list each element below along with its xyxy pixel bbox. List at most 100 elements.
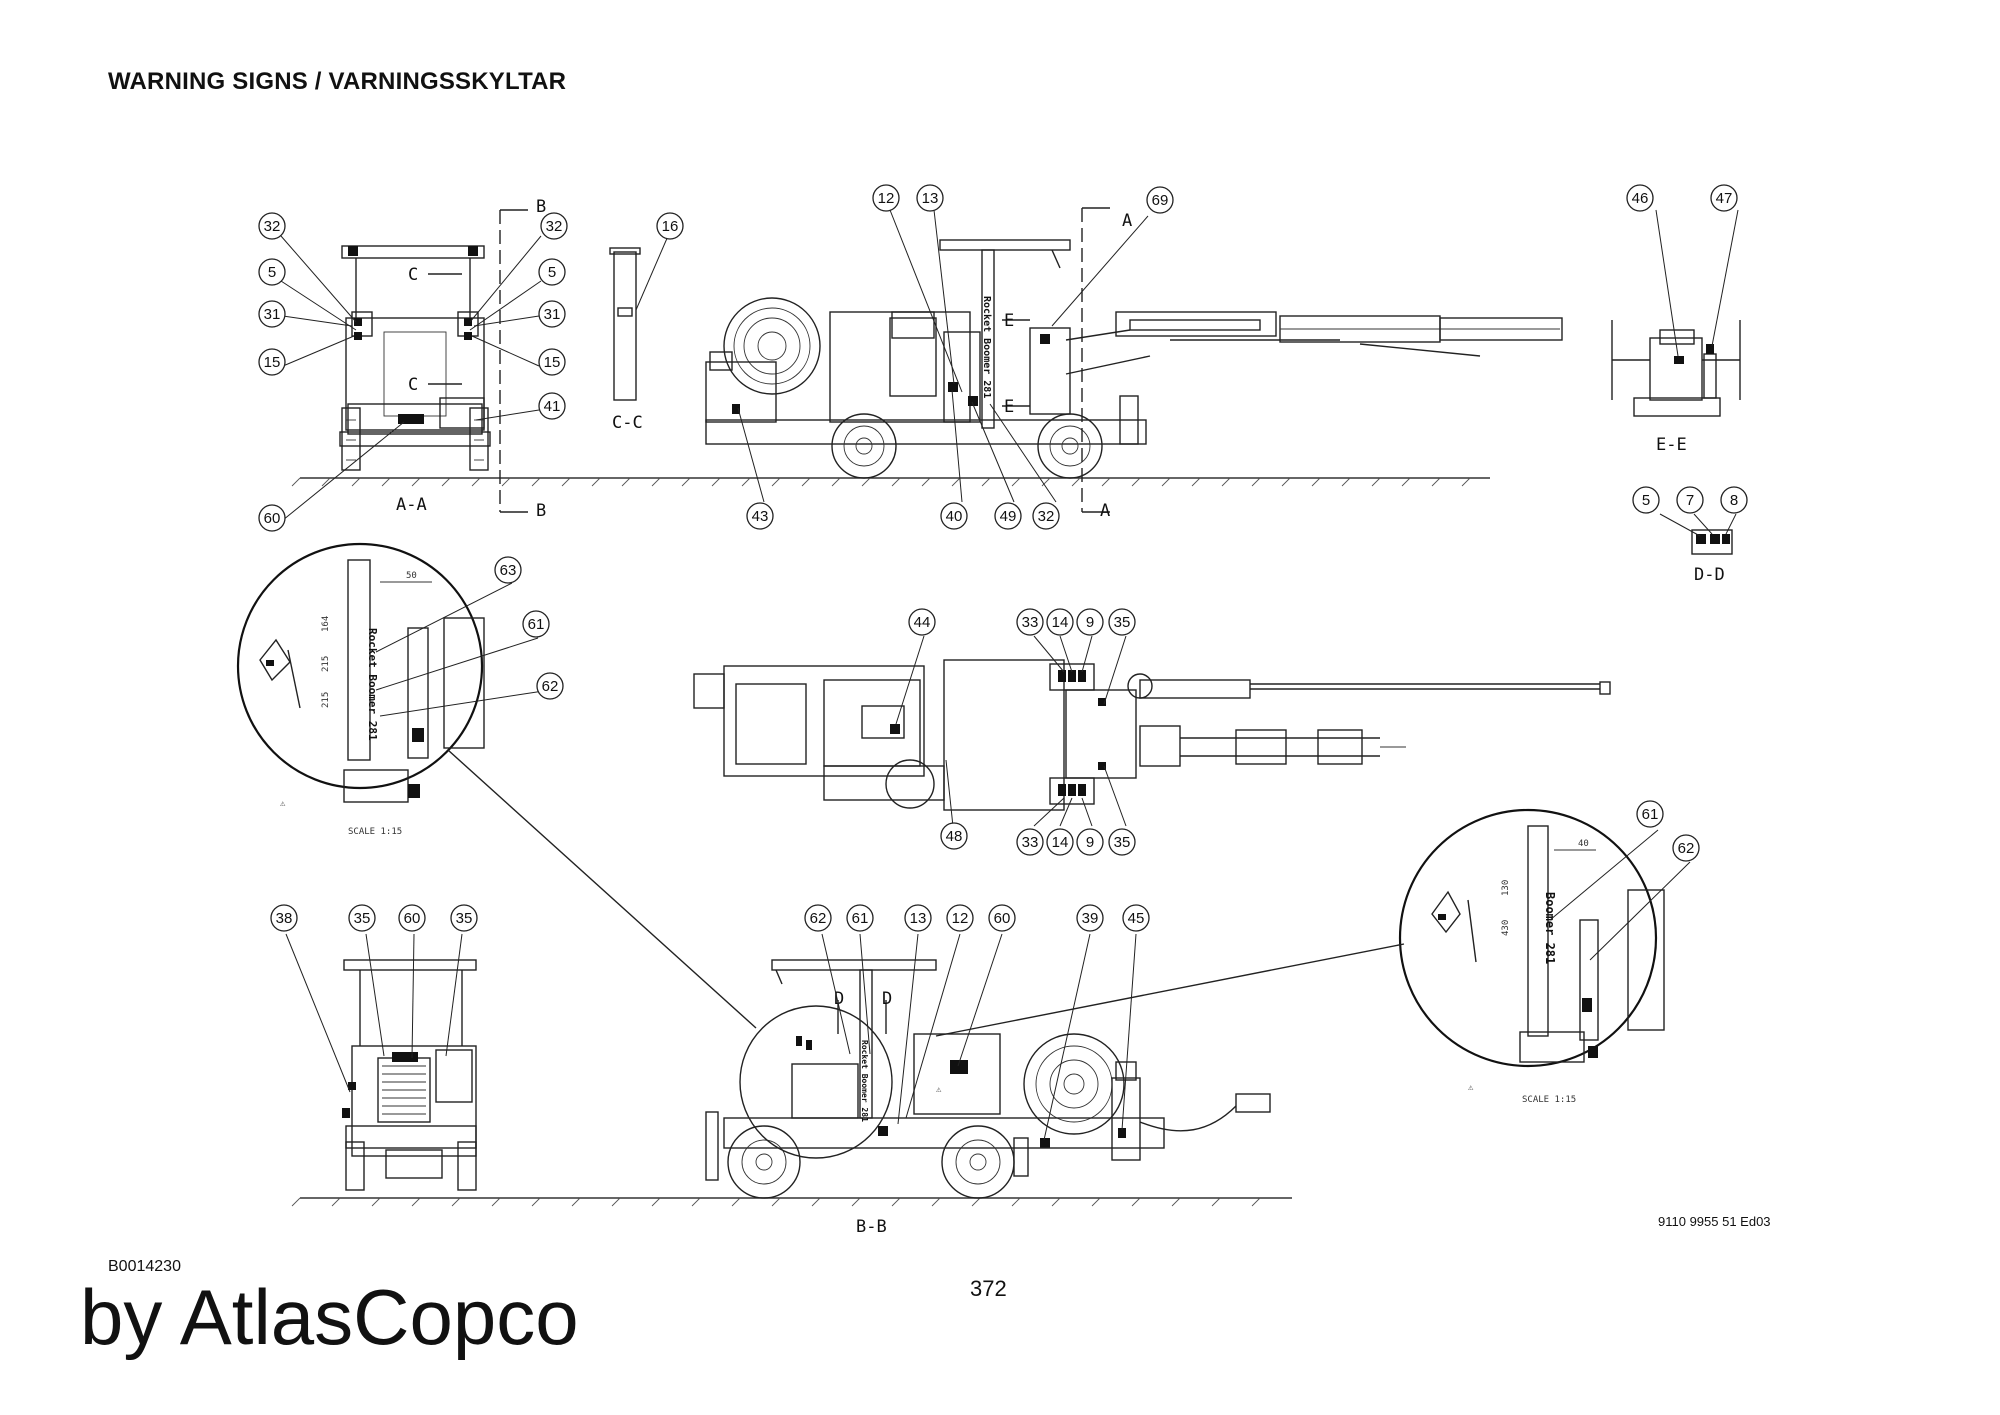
view-b-b: ⚠ Rocket Boomer 281 <box>291 959 1292 1207</box>
detail-circle-left: 50 164 215 215 Rocket Boomer 281 ⚠ SCALE… <box>236 542 757 1029</box>
callout-62-c: 62 <box>804 904 832 932</box>
callout-35-c: 35 <box>348 904 376 932</box>
svg-text:63: 63 <box>500 562 517 579</box>
svg-text:39: 39 <box>1082 910 1099 927</box>
callout-13-a: 13 <box>916 184 944 212</box>
callout-40: 40 <box>940 502 968 530</box>
label-view-a-a: A-A <box>396 495 427 515</box>
svg-text:5: 5 <box>1642 492 1650 509</box>
callout-5-c: 5 <box>1632 486 1660 514</box>
label-view-b-b: B-B <box>856 1217 887 1237</box>
label-section-a-top: A <box>1122 211 1132 231</box>
svg-text:41: 41 <box>544 398 561 415</box>
dim-50: 50 <box>406 571 417 581</box>
label-section-c-bottom: C <box>408 375 418 395</box>
decal-text-detail-right: Boomer 281 <box>1543 892 1557 964</box>
callout-60-b: 60 <box>398 904 426 932</box>
callout-31-b: 31 <box>538 300 566 328</box>
svg-text:69: 69 <box>1152 192 1169 209</box>
callout-13-b: 13 <box>904 904 932 932</box>
svg-text:40: 40 <box>946 508 963 525</box>
svg-text:8: 8 <box>1730 492 1738 509</box>
leader-lines <box>280 209 1739 1141</box>
dim-164: 164 <box>321 616 331 632</box>
svg-text:7: 7 <box>1686 492 1694 509</box>
warning-icon: ⚠ <box>280 799 286 809</box>
callout-12-b: 12 <box>946 904 974 932</box>
dim-215-a: 215 <box>321 656 331 672</box>
brand-watermark: by AtlasCopco <box>80 1273 579 1361</box>
callout-38: 38 <box>270 904 298 932</box>
callout-47: 47 <box>1710 184 1738 212</box>
view-a-a-front <box>291 209 1490 513</box>
callout-14-a: 14 <box>1046 608 1074 636</box>
callout-35-b: 35 <box>1108 828 1136 856</box>
callout-39: 39 <box>1076 904 1104 932</box>
label-section-c-top: C <box>408 265 418 285</box>
svg-text:31: 31 <box>544 306 561 323</box>
svg-text:61: 61 <box>852 910 869 927</box>
svg-text:35: 35 <box>1114 614 1131 631</box>
callout-5-b: 5 <box>538 258 566 286</box>
view-side-top: Rocket Boomer 281 <box>705 207 1563 513</box>
label-view-c-c: C-C <box>612 413 643 433</box>
label-section-e-top: E <box>1004 311 1014 331</box>
svg-text:38: 38 <box>276 910 293 927</box>
callout-8: 8 <box>1720 486 1748 514</box>
svg-text:32: 32 <box>1038 508 1055 525</box>
callout-9-b: 9 <box>1076 828 1104 856</box>
decal-text-b-b: Rocket Boomer 281 <box>860 1040 869 1122</box>
callout-16: 16 <box>656 212 684 240</box>
callout-45: 45 <box>1122 904 1150 932</box>
svg-text:16: 16 <box>662 218 679 235</box>
view-e-e <box>1611 320 1741 417</box>
svg-text:62: 62 <box>542 678 559 695</box>
svg-text:33: 33 <box>1022 614 1039 631</box>
svg-text:49: 49 <box>1000 508 1017 525</box>
decal-text-side-top: Rocket Boomer 281 <box>981 296 992 398</box>
drawing-code: B0014230 <box>108 1258 181 1275</box>
view-c-c <box>609 247 641 401</box>
svg-text:60: 60 <box>994 910 1011 927</box>
label-section-b-bottom: B <box>536 501 546 521</box>
detail-circle-right: 40 130 430 Boomer 281 ⚠ SCALE 1:15 <box>935 808 1665 1105</box>
callout-46: 46 <box>1626 184 1654 212</box>
svg-text:35: 35 <box>1114 834 1131 851</box>
callout-32-c: 32 <box>1032 502 1060 530</box>
svg-text:62: 62 <box>1678 840 1695 857</box>
callout-61-c: 61 <box>846 904 874 932</box>
svg-text:5: 5 <box>268 264 276 281</box>
svg-text:12: 12 <box>878 190 895 207</box>
callout-5-a: 5 <box>258 258 286 286</box>
callout-43: 43 <box>746 502 774 530</box>
callout-35-d: 35 <box>450 904 478 932</box>
svg-text:61: 61 <box>1642 806 1659 823</box>
callout-60-a: 60 <box>258 504 286 532</box>
callout-44: 44 <box>908 608 936 636</box>
callout-62-b: 62 <box>1672 834 1700 862</box>
callout-61-b: 61 <box>1636 800 1664 828</box>
svg-text:35: 35 <box>354 910 371 927</box>
callout-69: 69 <box>1146 186 1174 214</box>
callout-35-a: 35 <box>1108 608 1136 636</box>
svg-text:62: 62 <box>810 910 827 927</box>
view-rear-bottom-left <box>342 959 477 1191</box>
svg-text:9: 9 <box>1086 614 1094 631</box>
svg-text:15: 15 <box>264 354 281 371</box>
svg-text:13: 13 <box>922 190 939 207</box>
svg-text:31: 31 <box>264 306 281 323</box>
svg-text:12: 12 <box>952 910 969 927</box>
svg-text:15: 15 <box>544 354 561 371</box>
svg-text:48: 48 <box>946 828 963 845</box>
svg-text:32: 32 <box>264 218 281 235</box>
label-section-b-top: B <box>536 197 546 217</box>
page-title: WARNING SIGNS / VARNINGSSKYLTAR <box>108 68 567 95</box>
callout-48: 48 <box>940 822 968 850</box>
label-section-d-left: D <box>834 989 844 1009</box>
scale-label-right: SCALE 1:15 <box>1522 1095 1576 1105</box>
callout-32-a: 32 <box>258 212 286 240</box>
scale-label-left: SCALE 1:15 <box>348 827 402 837</box>
svg-text:13: 13 <box>910 910 927 927</box>
label-section-e-bottom: E <box>1004 397 1014 417</box>
